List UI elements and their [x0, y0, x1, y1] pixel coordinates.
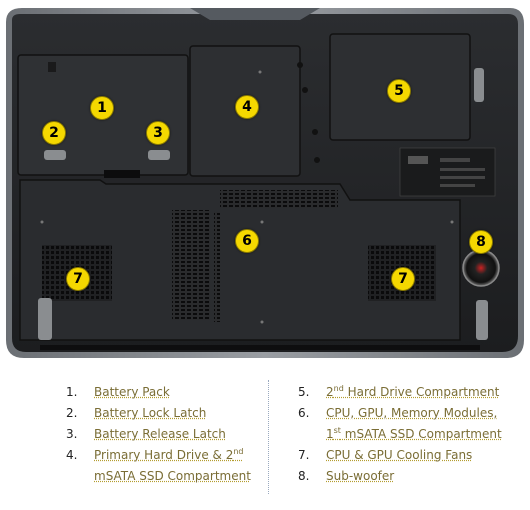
callout-4-primary-hdd: 4 [235, 95, 259, 119]
callout-3-battery-release-latch: 3 [146, 121, 170, 145]
callout-7-cooling-fan-left: 7 [66, 267, 90, 291]
legend-link-battery-pack[interactable]: Battery Pack [94, 385, 170, 399]
legend-column-left: 1. Battery Pack 2. Battery Lock Latch 3.… [66, 382, 256, 487]
callout-8-sub-woofer: 8 [469, 230, 493, 254]
legend-column-right: 5. 2nd Hard Drive Compartment 6. CPU, GP… [298, 382, 528, 487]
legend-item-7: 7. CPU & GPU Cooling Fans [298, 445, 528, 466]
legend-item-2: 2. Battery Lock Latch [66, 403, 256, 424]
legend-link-battery-release-latch[interactable]: Battery Release Latch [94, 427, 226, 441]
legend-item-4: 4. Primary Hard Drive & 2nd mSATA SSD Co… [66, 445, 256, 487]
legend-item-8: 8. Sub-woofer [298, 466, 528, 487]
laptop-underside-illustration [6, 8, 524, 358]
callout-5-second-hdd: 5 [387, 79, 411, 103]
callout-1-battery-pack: 1 [90, 96, 114, 120]
legend-item-3: 3. Battery Release Latch [66, 424, 256, 445]
legend-item-1: 1. Battery Pack [66, 382, 256, 403]
legend-link-primary-hdd[interactable]: Primary Hard Drive & 2nd mSATA SSD Compa… [94, 447, 251, 484]
legend-link-battery-lock-latch[interactable]: Battery Lock Latch [94, 406, 207, 420]
legend-item-5: 5. 2nd Hard Drive Compartment [298, 382, 528, 403]
laptop-underside-image: 1 2 3 4 5 6 7 7 8 [6, 8, 524, 358]
callout-6-main-compartment: 6 [235, 229, 259, 253]
legend-link-main-compartment[interactable]: CPU, GPU, Memory Modules, 1st mSATA SSD … [326, 406, 502, 441]
legend-item-6: 6. CPU, GPU, Memory Modules, 1st mSATA S… [298, 403, 528, 445]
legend-divider [268, 380, 269, 494]
legend-link-second-hdd[interactable]: 2nd Hard Drive Compartment [326, 384, 500, 400]
callout-2-battery-lock-latch: 2 [42, 121, 66, 145]
component-legend: 1. Battery Pack 2. Battery Lock Latch 3.… [0, 376, 530, 510]
legend-link-cooling-fans[interactable]: CPU & GPU Cooling Fans [326, 448, 473, 462]
legend-link-sub-woofer[interactable]: Sub-woofer [326, 469, 395, 483]
callout-7-cooling-fan-right: 7 [391, 267, 415, 291]
